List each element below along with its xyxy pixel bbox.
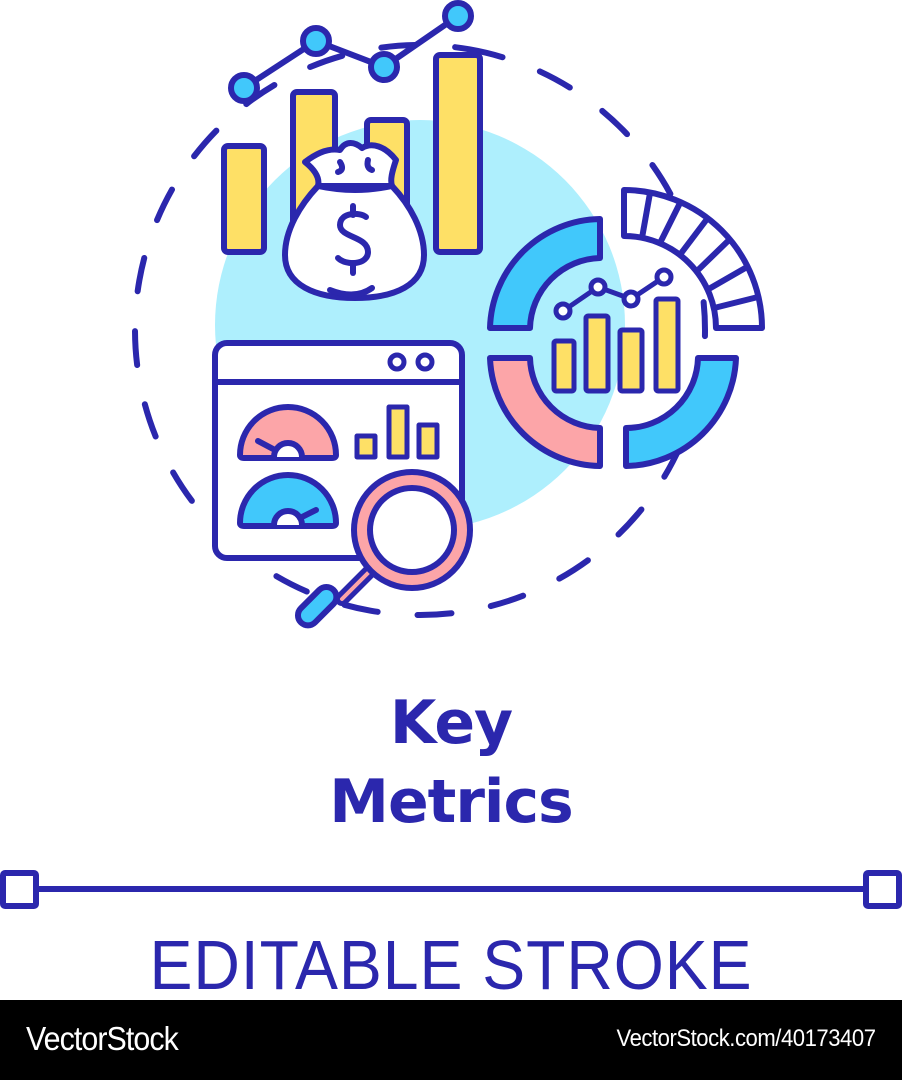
magnifying-glass-icon: [294, 469, 473, 629]
editable-stroke-line: [0, 870, 902, 909]
stroke-handle-right: [863, 870, 902, 909]
footer-url: VectorStock.com/40173407: [616, 1025, 876, 1052]
key-metrics-illustration: [132, 0, 765, 629]
title-line-2: Metrics: [329, 767, 574, 837]
footer-brand: VectorStock: [26, 1020, 179, 1057]
donut-chart-icon: [487, 187, 765, 469]
stroke-handle-left: [0, 870, 39, 909]
window-bar-chart-icon: [354, 404, 440, 460]
mini-bar-chart-icon: [551, 296, 681, 394]
mini-trend-line-icon: [553, 267, 674, 321]
gauge-blue-icon: [237, 472, 339, 529]
editable-stroke-label: EDITABLE STROKE: [149, 930, 753, 1000]
gauge-pink-icon: [237, 404, 339, 461]
trend-line-icon: [228, 0, 474, 104]
watermark-footer: VectorStock VectorStock.com/40173407: [0, 1000, 902, 1080]
money-bag-icon: [282, 140, 427, 301]
title-line-1: Key: [389, 688, 513, 758]
